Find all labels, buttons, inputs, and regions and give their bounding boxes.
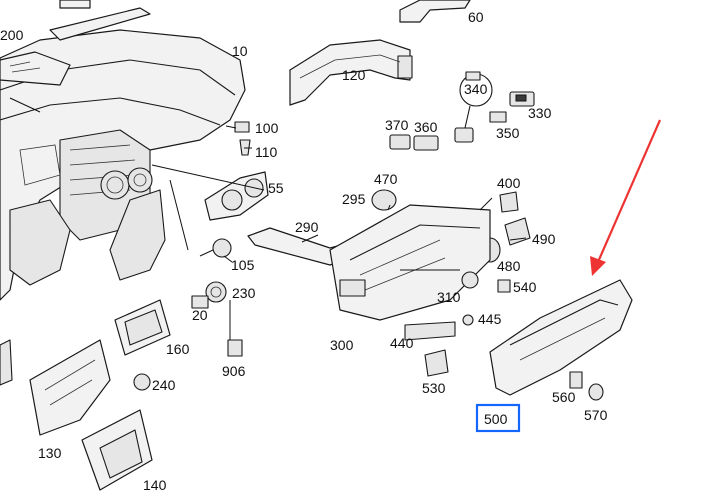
part-310-damper bbox=[461, 271, 479, 289]
label-400: 400 bbox=[497, 175, 521, 191]
label-295: 295 bbox=[342, 191, 366, 207]
label-530: 530 bbox=[422, 380, 446, 396]
part-labels: 200 10 120 60 340 330 370 360 350 100 11… bbox=[0, 9, 608, 493]
part-left-clip bbox=[0, 339, 13, 386]
label-350: 350 bbox=[496, 125, 520, 141]
label-110: 110 bbox=[255, 144, 278, 160]
part-200-cover bbox=[0, 51, 71, 86]
label-480: 480 bbox=[497, 258, 521, 274]
part-20-clip bbox=[191, 295, 209, 309]
part-360-switch bbox=[413, 135, 439, 151]
part-440-strip bbox=[404, 321, 456, 341]
label-490: 490 bbox=[532, 231, 556, 247]
part-240-switch bbox=[133, 373, 151, 391]
dashboard-carrier bbox=[0, 29, 246, 301]
label-360: 360 bbox=[414, 119, 438, 135]
label-140: 140 bbox=[143, 477, 167, 493]
part-540-clip bbox=[497, 279, 511, 293]
label-445: 445 bbox=[478, 311, 502, 327]
label-55: 55 bbox=[268, 180, 284, 196]
part-140-panel bbox=[81, 409, 153, 491]
label-470: 470 bbox=[374, 171, 398, 187]
leader-lines bbox=[9, 97, 527, 340]
label-200: 200 bbox=[0, 27, 24, 43]
label-300: 300 bbox=[330, 337, 354, 353]
label-500: 500 bbox=[484, 411, 508, 427]
part-340-switch bbox=[454, 71, 493, 143]
label-160: 160 bbox=[166, 341, 190, 357]
red-pointer-arrow bbox=[590, 119, 662, 276]
part-300-housing bbox=[329, 204, 491, 321]
part-500-glovebox-lid bbox=[489, 279, 633, 396]
label-120: 120 bbox=[342, 67, 366, 83]
part-330-switch bbox=[509, 91, 535, 107]
label-290: 290 bbox=[295, 219, 319, 235]
part-906-connector bbox=[227, 339, 243, 357]
part-470-ring bbox=[371, 189, 397, 211]
part-570-washer bbox=[588, 383, 604, 401]
part-60-strip bbox=[399, 0, 471, 23]
part-top-strip bbox=[49, 0, 151, 41]
part-105-bolt bbox=[199, 238, 232, 258]
label-230: 230 bbox=[232, 285, 256, 301]
part-350-knob bbox=[489, 111, 507, 123]
label-105: 105 bbox=[231, 257, 255, 273]
part-400-lock bbox=[499, 191, 519, 213]
label-570: 570 bbox=[584, 407, 608, 423]
label-560: 560 bbox=[552, 389, 576, 405]
part-160-frame bbox=[114, 299, 171, 356]
part-100-clip bbox=[234, 121, 250, 133]
label-100: 100 bbox=[255, 120, 279, 136]
label-540: 540 bbox=[513, 279, 537, 295]
label-370: 370 bbox=[385, 117, 409, 133]
label-440: 440 bbox=[390, 335, 414, 351]
part-500-highlight-box bbox=[475, 403, 521, 433]
part-130-panel bbox=[29, 339, 111, 436]
label-310: 310 bbox=[437, 289, 461, 305]
label-10: 10 bbox=[232, 43, 248, 59]
part-230-knob bbox=[205, 281, 227, 303]
part-445-screw bbox=[462, 314, 474, 326]
label-906: 906 bbox=[222, 363, 246, 379]
label-20: 20 bbox=[192, 307, 208, 323]
label-130: 130 bbox=[38, 445, 62, 461]
part-560-bolt bbox=[569, 371, 583, 389]
label-240: 240 bbox=[152, 377, 176, 393]
part-120-duct bbox=[289, 39, 413, 106]
label-60: 60 bbox=[468, 9, 484, 25]
label-340: 340 bbox=[464, 81, 488, 97]
part-370-switch bbox=[389, 134, 411, 150]
part-530-bracket bbox=[424, 349, 449, 377]
part-490-latch bbox=[504, 217, 531, 246]
label-330: 330 bbox=[528, 105, 552, 121]
